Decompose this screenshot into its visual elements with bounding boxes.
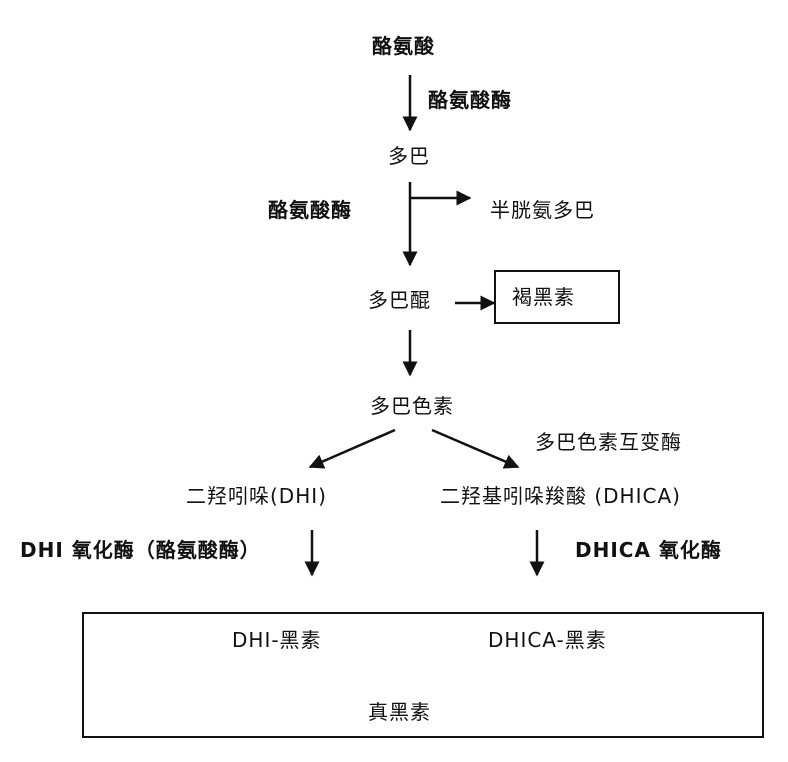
node-eumelanin: 真黑素: [368, 700, 431, 724]
node-dhica: 二羟基吲哚羧酸 (DHICA): [440, 484, 681, 508]
node-pheomelanin: 褐黑素: [512, 285, 575, 309]
node-dhi: 二羟吲哚(DHI): [186, 484, 327, 508]
node-dhi-melanin: DHI-黑素: [232, 628, 322, 652]
node-tyrosine: 酪氨酸: [372, 34, 435, 58]
eumelanin-box: [82, 612, 764, 738]
label-enzyme-tyrosinase-1: 酪氨酸酶: [428, 88, 512, 112]
node-dhica-melanin: DHICA-黑素: [488, 628, 607, 652]
label-enzyme-tyrosinase-2: 酪氨酸酶: [268, 198, 352, 222]
pheomelanin-box: [494, 270, 620, 324]
label-dhica-oxidase: DHICA 氧化酶: [575, 538, 722, 562]
node-dopachrome: 多巴色素: [370, 394, 454, 418]
node-dopaquinone: 多巴醌: [368, 288, 431, 312]
node-cysteinyl-dopa: 半胱氨多巴: [490, 198, 595, 222]
arrow-dopachrome-to-dhi: [308, 428, 396, 469]
node-dopa: 多巴: [388, 144, 430, 168]
label-dhi-oxidase: DHI 氧化酶（酪氨酸酶）: [20, 538, 261, 562]
arrow-dopachrome-to-dhica: [431, 428, 520, 469]
label-dopachrome-tautomerase: 多巴色素互变酶: [535, 430, 682, 454]
